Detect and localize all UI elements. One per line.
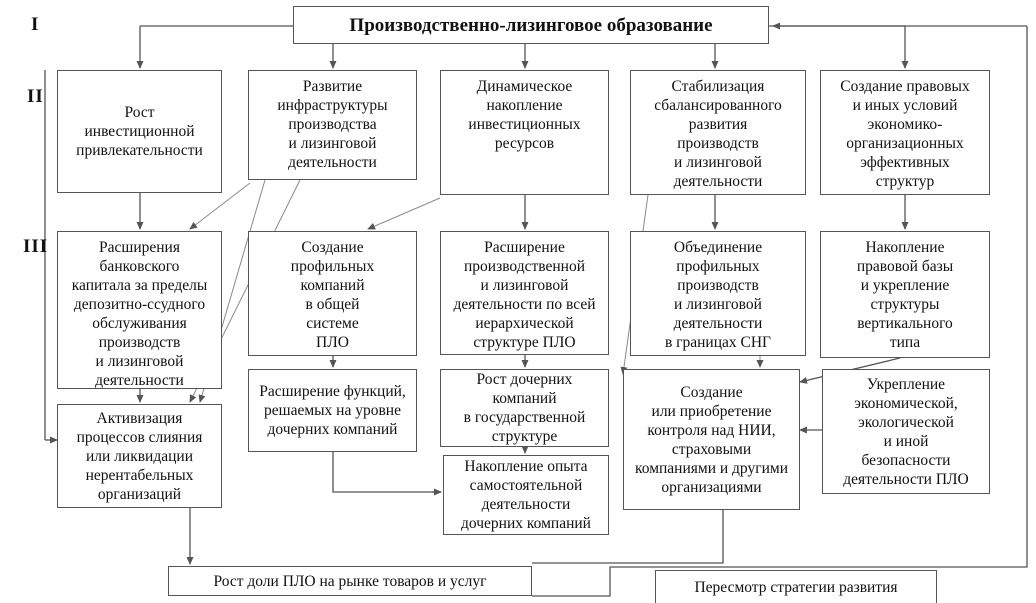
goal-legal-conditions: Создание правовых и иных условий экономи…	[820, 70, 990, 195]
level-label-1: I	[31, 14, 40, 35]
activation-mergers-box: Активизация процессов слияния или ликвид…	[57, 404, 222, 508]
goal-infrastructure-development: Развитие инфраструктуры производства и л…	[248, 70, 417, 180]
level-label-3: III	[23, 236, 49, 257]
task-production-expansion: Расширение производственной и лизинговой…	[440, 231, 609, 355]
subsidiaries-experience-box: Накопление опыта самостоятельной деятель…	[443, 455, 609, 535]
task-bank-capital-expansion: Расширения банковского капитала за преде…	[57, 231, 222, 389]
subsidiaries-growth-box: Рост дочерних компаний в государственной…	[440, 369, 609, 447]
connector	[532, 510, 724, 564]
connector	[532, 26, 1028, 597]
task-profile-companies: Создание профильных компаний в общей сис…	[248, 231, 417, 356]
task-cis-integration: Объединение профильных производств и лиз…	[630, 231, 806, 356]
goal-investment-attractiveness: Рост инвестиционной привлекательности	[57, 70, 222, 193]
goal-stabilization: Стабилизация сбалансированного развития …	[630, 70, 806, 195]
connector	[367, 197, 441, 230]
market-share-growth-box: Рост доли ПЛО на рынке товаров и услуг	[168, 566, 532, 596]
connector	[332, 452, 441, 493]
strategy-revision-box: Пересмотр стратегии развития	[655, 570, 937, 603]
connector	[189, 182, 251, 230]
task-legal-base: Накопление правовой базы и укрепление ст…	[820, 231, 990, 358]
security-strengthening-box: Укрепление экономической, экологической …	[822, 369, 990, 494]
control-acquisition-box: Создание или приобретение контроля над Н…	[623, 369, 800, 510]
title-box: Производственно-лизинговое образование	[293, 6, 769, 44]
subsidiary-functions-box: Расширение функций, решаемых на уровне д…	[248, 369, 417, 452]
level-label-2: II	[27, 86, 44, 107]
goal-investment-accumulation: Динамическое накопление инвестиционных р…	[440, 70, 609, 195]
